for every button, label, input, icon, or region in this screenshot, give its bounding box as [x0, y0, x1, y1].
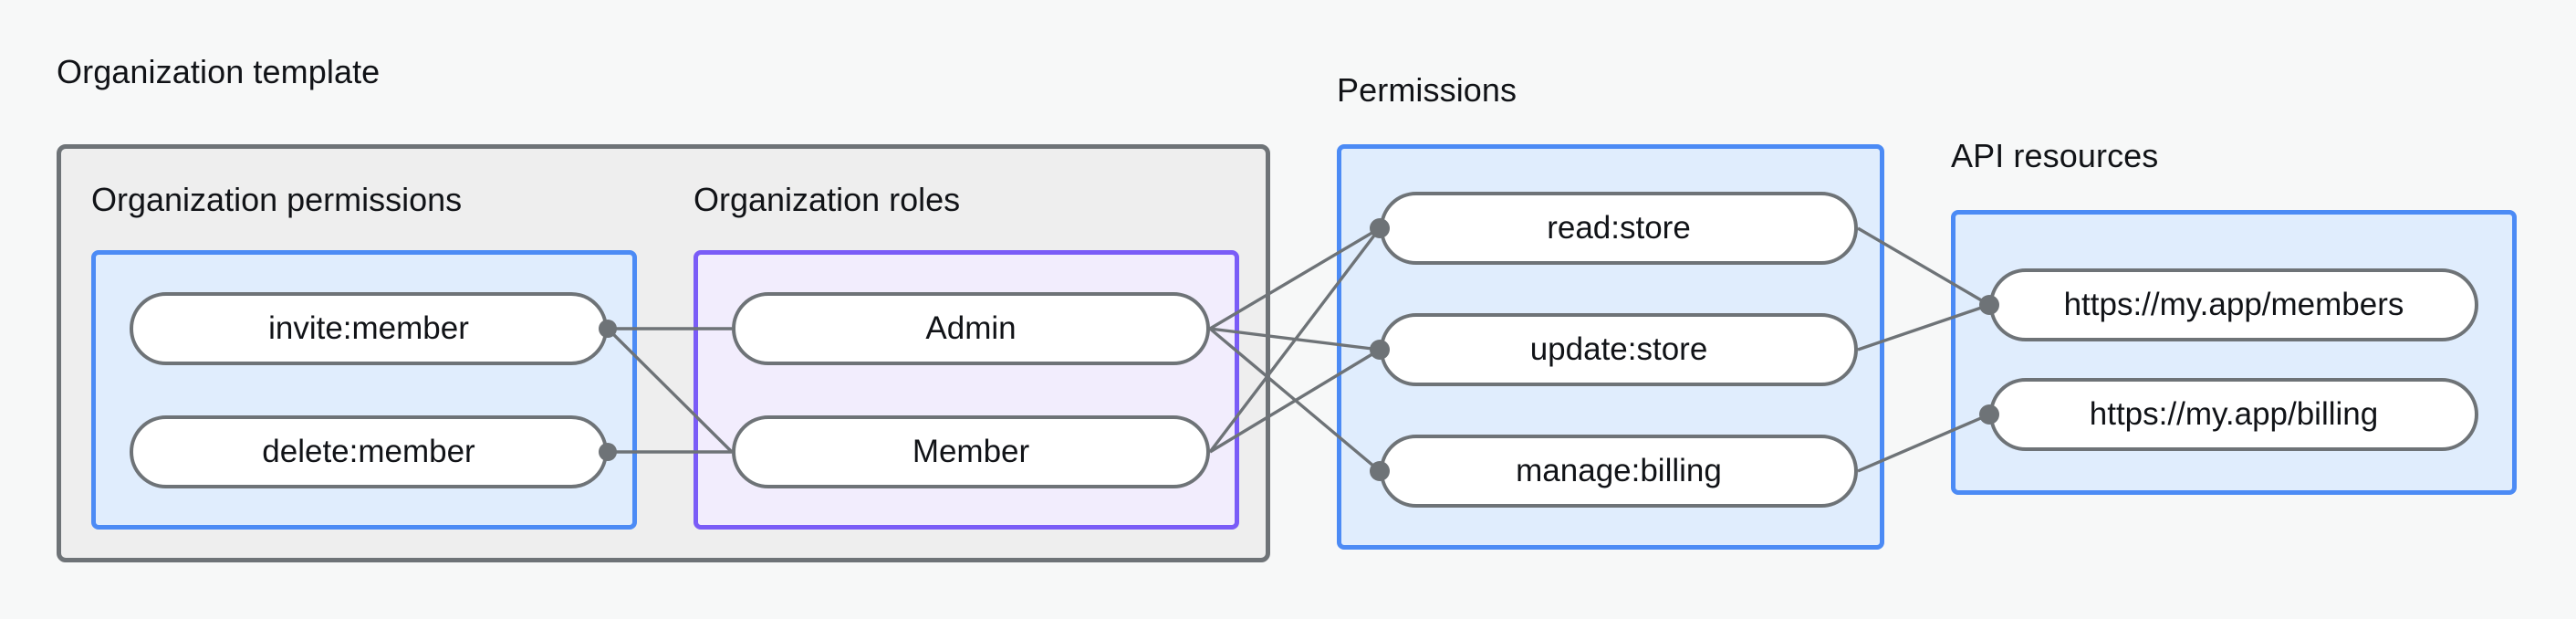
- api-resources-container: [1951, 210, 2517, 495]
- node-member[interactable]: Member: [732, 415, 1210, 488]
- organization-roles-label: Organization roles: [694, 181, 961, 218]
- node-https-my-app-members[interactable]: https://my.app/members: [1989, 268, 2478, 341]
- node-manage-billing[interactable]: manage:billing: [1380, 435, 1858, 508]
- node-admin[interactable]: Admin: [732, 292, 1210, 365]
- node-delete-member[interactable]: delete:member: [130, 415, 608, 488]
- node-update-store[interactable]: update:store: [1380, 313, 1858, 386]
- permissions-label: Permissions: [1337, 71, 1517, 109]
- node-invite-member[interactable]: invite:member: [130, 292, 608, 365]
- api-resources-label: API resources: [1951, 137, 2159, 174]
- organization-permissions-label: Organization permissions: [91, 181, 463, 218]
- node-https-my-app-billing[interactable]: https://my.app/billing: [1989, 378, 2478, 451]
- node-read-store[interactable]: read:store: [1380, 192, 1858, 265]
- organization-template-label: Organization template: [57, 53, 381, 90]
